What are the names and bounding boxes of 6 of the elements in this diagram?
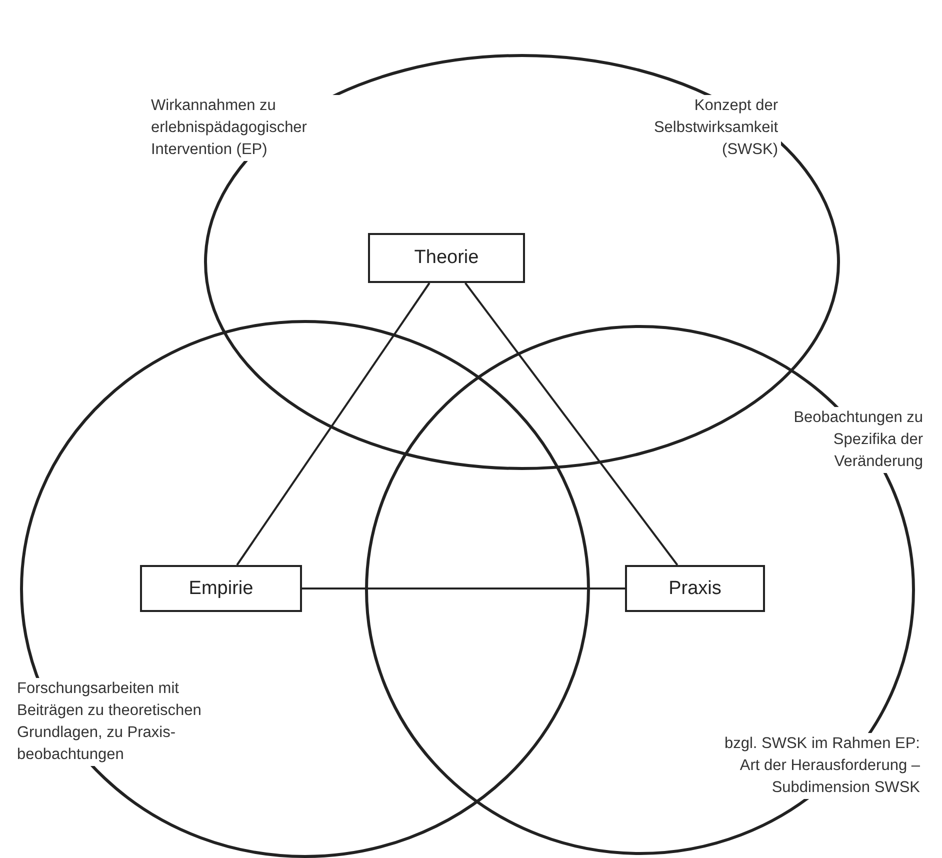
connector-line	[302, 588, 625, 590]
concept-box: Empirie	[140, 565, 302, 612]
connector-line	[464, 282, 678, 566]
concept-box: Praxis	[625, 565, 765, 612]
connector-line	[236, 282, 430, 566]
concept-box: Theorie	[368, 233, 525, 283]
